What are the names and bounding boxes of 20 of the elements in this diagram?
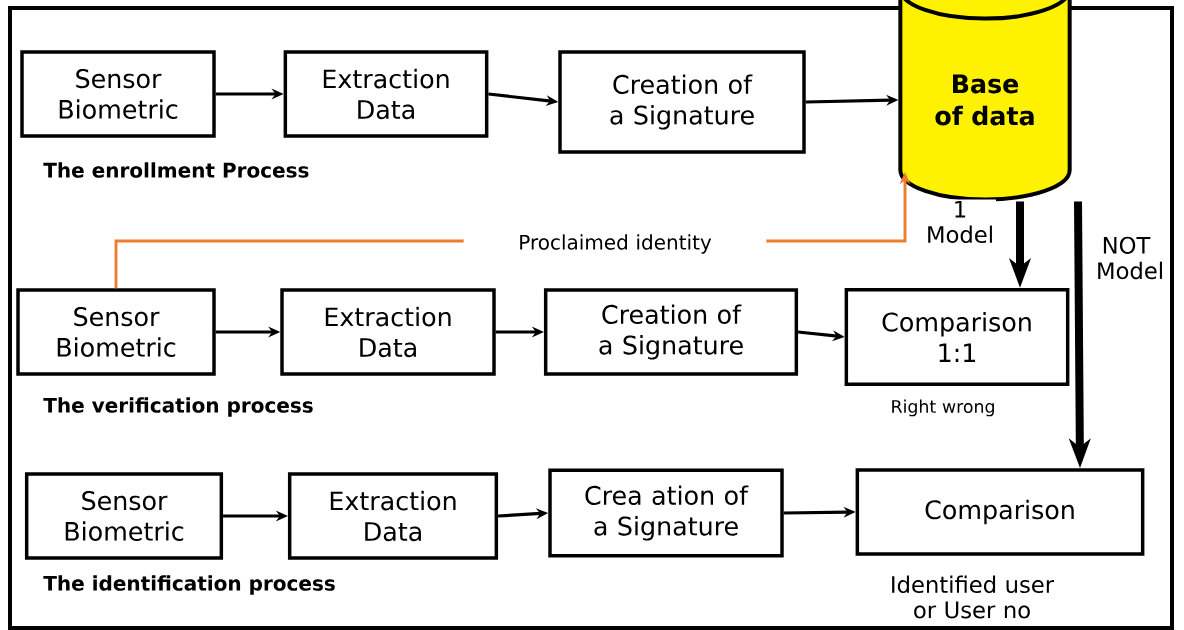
edge-label: Proclaimed identity bbox=[463, 233, 767, 255]
process-box: Crea ation of a Signature bbox=[548, 468, 784, 558]
process-title: The enrollment Process bbox=[43, 162, 309, 178]
edge-label: NOT Model bbox=[1094, 235, 1162, 281]
process-box: Extraction Data bbox=[280, 288, 496, 376]
process-box: Comparison bbox=[855, 468, 1145, 556]
result-text: Right wrong bbox=[892, 399, 994, 417]
edge-label: 1 Model bbox=[924, 199, 996, 245]
process-box: Creation of a Signature bbox=[543, 288, 799, 376]
process-box: Extraction Data bbox=[283, 50, 489, 138]
process-box: Sensor Biometric bbox=[24, 472, 224, 560]
database-cylinder: Base of data bbox=[898, 0, 1072, 202]
process-box: Creation of a Signature bbox=[558, 50, 806, 154]
process-box: Extraction Data bbox=[287, 472, 499, 560]
process-box: Sensor Biometric bbox=[16, 288, 216, 376]
process-box: Comparison 1:1 bbox=[844, 287, 1070, 387]
result-text: Identified user or User no bbox=[892, 575, 1055, 619]
process-box: Sensor Biometric bbox=[20, 50, 216, 138]
process-title: The verification process bbox=[43, 397, 313, 417]
process-title: The identification process bbox=[43, 575, 335, 595]
